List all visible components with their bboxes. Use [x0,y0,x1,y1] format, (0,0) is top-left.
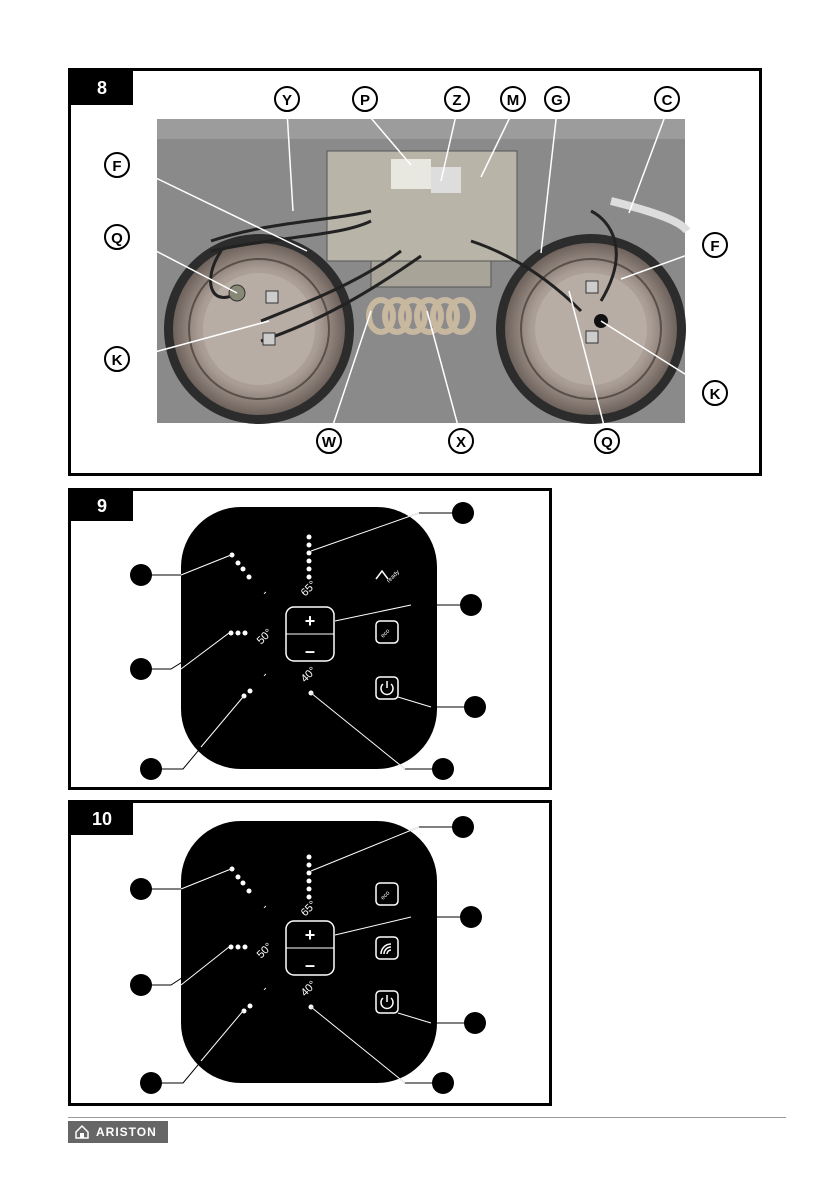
callout-K-right: K [710,386,721,403]
minus-label: – [305,955,315,975]
photo-top-band [157,119,685,139]
callout-Z: Z [452,92,461,109]
plus-label: + [305,925,316,945]
callout-F-right: F [710,238,719,255]
right-flange [496,234,686,424]
brand-name: ARISTON [96,1125,157,1139]
callout-Y: Y [282,92,292,109]
minus-label: – [305,641,315,661]
callout-Q-right: Q [601,434,613,451]
callout-Q-left: Q [111,230,123,247]
house-icon [74,1124,90,1140]
figure-8: 8 [68,68,762,476]
dots-50 [229,631,248,636]
plus-label: + [305,611,316,631]
callout-M: M [507,92,520,109]
callout-P: P [360,92,370,109]
figure-10: 10 65° 50° 40° - - + – [68,800,552,1106]
control-panel-diagram: 65° 50° 40° - - + – eco [71,803,549,1103]
control-panel-diagram: 65° 50° 40° - - + – ready eco [71,491,549,787]
figure-9: 9 65° 50° 40° - - + – [68,488,552,790]
callout-C: C [662,92,673,109]
callout-F-left: F [112,158,121,175]
callout-X: X [456,434,466,451]
brand-logo: ARISTON [68,1121,168,1143]
heater-photo-diagram: Y P Z M G C F Q K W X Q F K [71,71,759,473]
callout-K-left: K [112,352,123,369]
callout-W: W [322,434,337,451]
left-flange [164,234,354,424]
footer-rule [68,1117,786,1118]
dots-50 [229,945,248,950]
callout-G: G [551,92,563,109]
